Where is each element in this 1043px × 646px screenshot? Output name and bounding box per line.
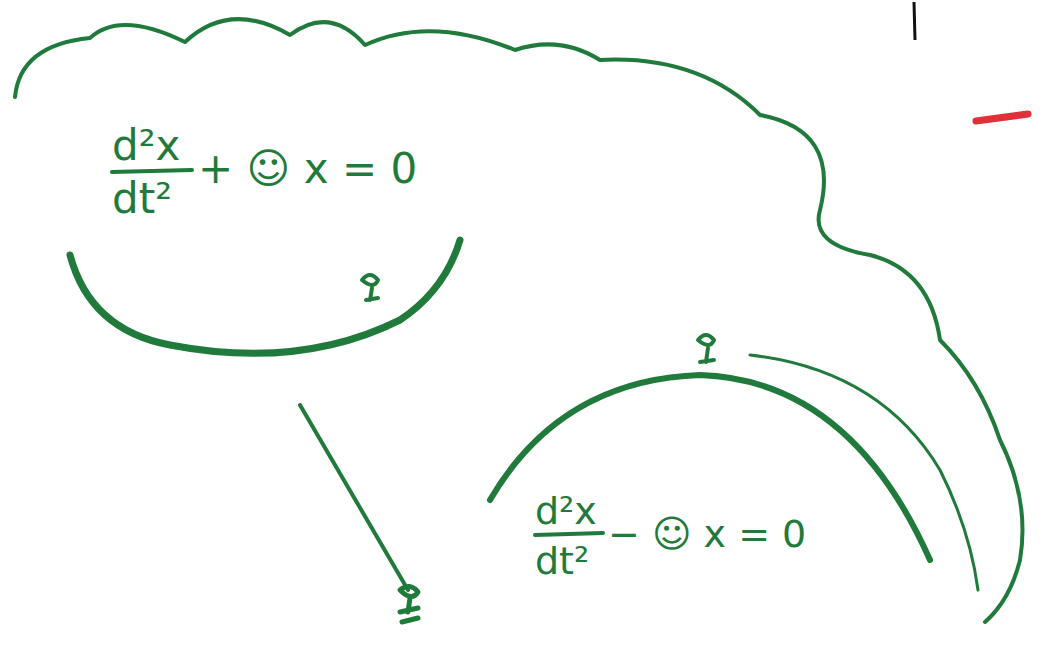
thought-cloud xyxy=(15,19,1023,622)
fraction-bar xyxy=(535,533,603,535)
hill-curve xyxy=(490,375,930,560)
equation-part: d²x xyxy=(112,125,180,167)
red-dash xyxy=(976,114,1028,121)
fraction-bar xyxy=(112,170,192,172)
equation-part: − ☺ x = 0 xyxy=(608,515,806,553)
hill-outer-curve xyxy=(750,355,978,590)
arrow-line xyxy=(300,405,408,590)
falling-figure xyxy=(400,586,418,622)
equation-part: + ☺ x = 0 xyxy=(198,148,417,190)
equation-part: dt² xyxy=(112,178,172,220)
equation-part: d²x xyxy=(535,492,597,530)
black-tick xyxy=(914,2,915,40)
valley-curve xyxy=(70,240,460,353)
ball-figure xyxy=(362,275,378,300)
equation-part: dt² xyxy=(535,542,589,580)
ball-figure xyxy=(698,335,714,362)
